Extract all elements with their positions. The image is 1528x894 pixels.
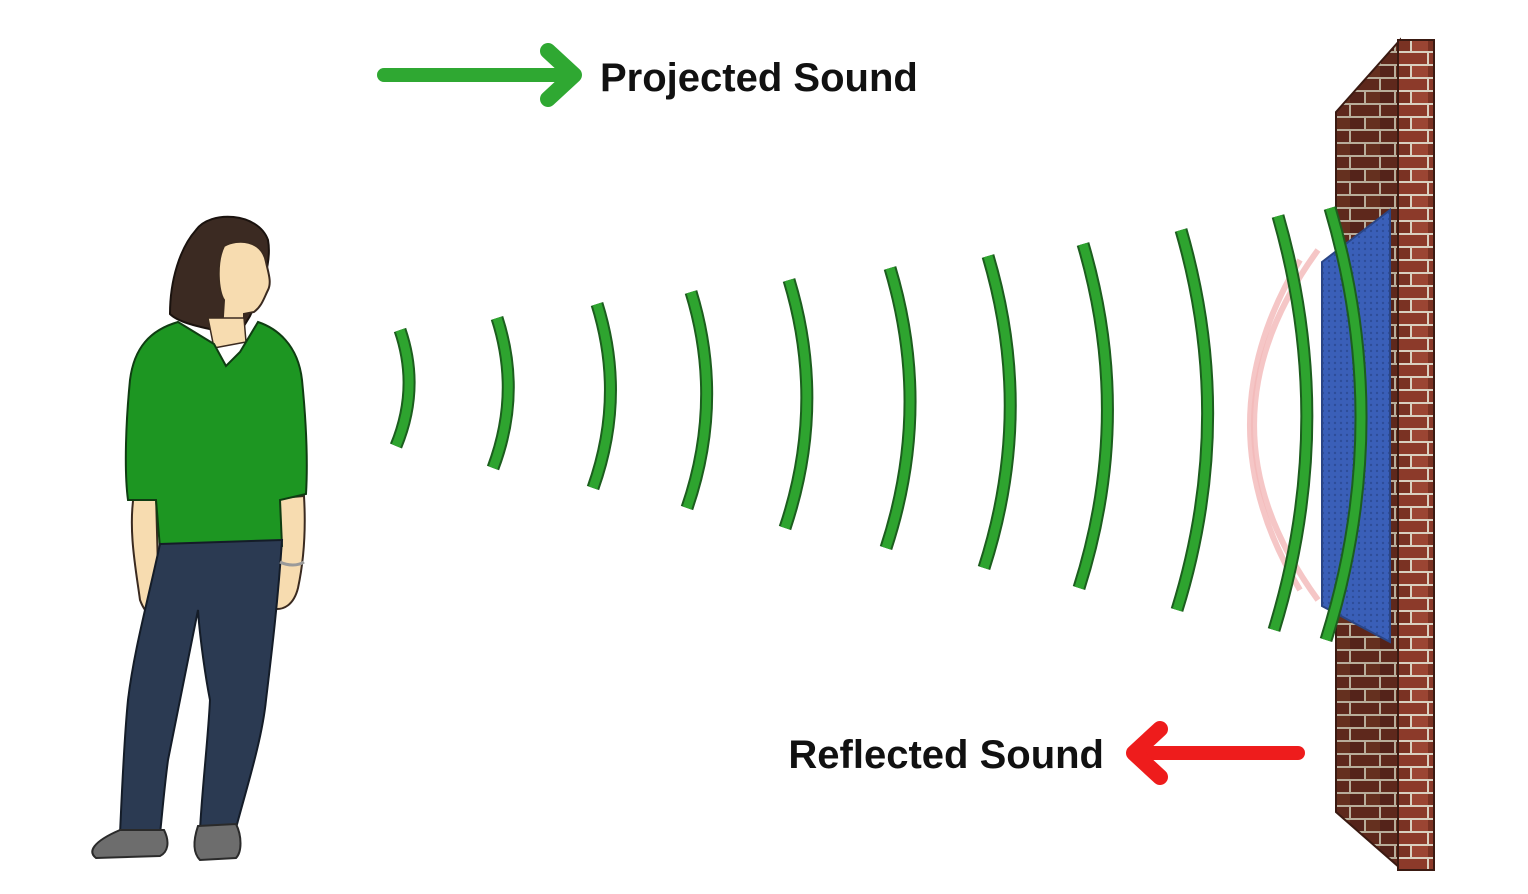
shirt xyxy=(124,320,308,552)
wave-arc xyxy=(780,278,812,530)
wave-arc xyxy=(488,316,513,470)
wave-arc xyxy=(881,266,915,550)
wave-arc xyxy=(979,254,1015,570)
wave-arc xyxy=(588,302,615,490)
reflected-wave-arc xyxy=(1247,258,1303,592)
left-shoe xyxy=(91,829,169,860)
projected-sound-waves xyxy=(389,206,1368,642)
right-shoe xyxy=(193,822,242,862)
arrow-right-icon xyxy=(377,43,582,107)
woman-figure xyxy=(91,215,308,862)
wave-arc xyxy=(682,290,712,510)
wave-arc xyxy=(1172,228,1213,612)
pants xyxy=(118,538,284,835)
wave-arc xyxy=(391,328,414,448)
face xyxy=(217,240,271,334)
arrow-left-icon xyxy=(1126,721,1305,785)
reflected-sound-label: Reflected Sound xyxy=(788,733,1104,777)
wave-arc xyxy=(1321,206,1366,642)
projected-sound-label: Projected Sound xyxy=(600,56,918,100)
wall-front-face xyxy=(1397,39,1435,871)
wave-arc xyxy=(1074,242,1112,590)
bracelet xyxy=(279,560,305,567)
wave-arc xyxy=(1269,214,1312,632)
